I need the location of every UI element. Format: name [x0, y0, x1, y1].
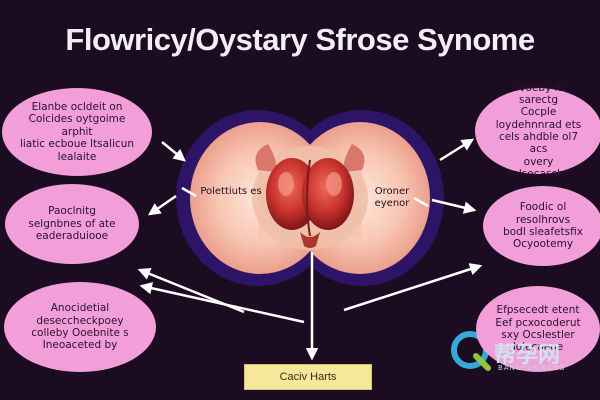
watermark-text: 帮孕网: [494, 343, 561, 368]
bubble-line: Ocyootemy: [512, 238, 574, 251]
bubble-line: colleby Ooebnite s: [31, 327, 129, 339]
bubble-line: lealaite: [57, 150, 97, 163]
info-bubble-left-1: Elanbe ocldeit on Colcides oytgoime arph…: [2, 88, 152, 176]
bubble-line: liatic ecboue ltsalicun: [19, 138, 135, 151]
info-bubble-right-1: Dvoeby ltt sarectg Cocple loydehnnrad et…: [475, 82, 600, 180]
arrow-left-bottom-b: [139, 282, 305, 324]
bubble-line: Anocidetial: [50, 302, 110, 315]
bubble-line: Dvoeby ltt sarectg: [511, 81, 566, 106]
bubble-line: overy colsecasche: [506, 155, 571, 181]
bubble-line: Foodic ol resolhrovs: [515, 201, 571, 226]
center-label-left: Polettiuts es: [200, 186, 262, 197]
bubble-line: selgnbnes of ate: [28, 217, 116, 230]
info-bubble-left-3: Anocidetial deseccheckpoey colleby Ooebn…: [4, 282, 156, 372]
arrow-right-mid: [431, 198, 477, 214]
bubble-line: Ineoaceted by: [42, 339, 118, 352]
info-bubble-right-3: Efpsecedt etent Eef pcxocoderut sxy Ocsl…: [476, 286, 600, 372]
bubble-line: deseccheckpoey: [36, 314, 124, 327]
info-bubble-right-2: Foodic ol resolhrovs bodl sleafetsfix Oc…: [483, 186, 600, 266]
bubble-line: Cocple loydehnnrad ets: [495, 106, 582, 131]
arrow-right-bottom: [343, 263, 483, 312]
diagram-title: Flowricy/Oystary Sfrose Synome: [65, 22, 535, 57]
bubble-line: Colcides oytgoime arphit: [28, 113, 126, 138]
bubble-line: cels ahdble ol7 acs: [498, 131, 579, 156]
arrow-left-top: [161, 141, 186, 162]
watermark-subtext: BANGYUNWANG: [498, 364, 566, 372]
bubble-line: Elanbe ocldeit on: [31, 101, 123, 114]
arrow-right-top: [439, 138, 475, 162]
arrow-extra-right: [413, 196, 429, 208]
bubble-line: lolecaeoe: [512, 341, 564, 354]
organ-illustration: [252, 144, 368, 250]
connector-arrows: [137, 138, 483, 361]
bubble-line: bodl sleafetsfix: [503, 226, 583, 238]
bubble-line: Efpsecedt etent: [496, 304, 580, 317]
arrow-left-mid: [147, 194, 177, 216]
center-label-right: Oroner eyenor: [374, 186, 410, 209]
arrow-extra-left: [181, 186, 197, 198]
bubble-line: sxy Ocslestler: [501, 329, 575, 341]
bubble-line: eaderaduiooe: [35, 230, 109, 243]
bottom-label-box: Caciv Harts: [244, 364, 372, 390]
bubble-line: Paoclnitg: [48, 205, 96, 218]
bubble-line: Eef pcxocoderut: [495, 316, 581, 329]
info-bubble-left-2: Paoclnitg selgnbnes of ate eaderaduiooe: [5, 184, 139, 264]
